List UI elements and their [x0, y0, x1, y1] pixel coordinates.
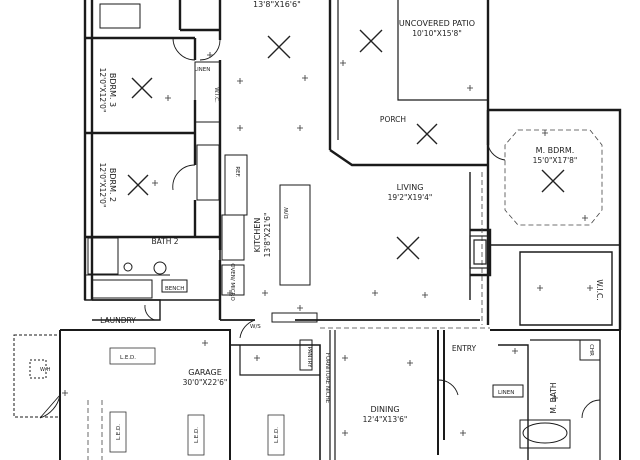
dining-dims: 12'4"X13'6" [363, 415, 408, 424]
bench-label: BENCH [165, 286, 184, 292]
led-fixtures [109, 347, 285, 456]
ceiling-fans [127, 29, 565, 260]
patio-dims: 10'10"X15'8" [412, 29, 462, 38]
fan-icon [131, 77, 153, 99]
top-room-dims: 13'8"X16'6" [253, 0, 301, 9]
bath2-name: BATH 2 [151, 237, 178, 246]
chr-label: CHR [588, 344, 594, 356]
bdrm2-dims: 12'0"X12'0" [98, 163, 107, 208]
living-name: LIVING [397, 183, 424, 192]
fan-icon [396, 236, 420, 260]
linen-label-2: LINEN [498, 390, 514, 396]
kitchen-dims: 13'8"X21'6" [263, 213, 272, 258]
porch-name: PORCH [380, 115, 406, 124]
ref-label: REF. [234, 166, 240, 178]
linen-label: LINEN [194, 67, 210, 73]
led-label-4: L.E.D. [274, 427, 280, 443]
furniture-niche-label: FURNITURE NICHE [324, 353, 330, 404]
walls [59, 0, 622, 460]
wic-name: W.I.C. [595, 279, 604, 300]
wh-label: W/H [40, 367, 51, 373]
patio-name: UNCOVERED PATIO [399, 19, 475, 28]
wic-small-label: W.I.C. [213, 87, 219, 103]
led-label-1: L.E.D. [120, 355, 136, 361]
living-dims: 19'2"X19'4" [388, 193, 433, 202]
light-fixtures [62, 52, 593, 436]
led-label-3: L.E.D. [194, 427, 200, 443]
cabinetry [13, 3, 601, 449]
fan-icon [541, 169, 565, 193]
pantry-label: PANTRY [306, 346, 312, 368]
dashed-lines [87, 129, 603, 460]
oven-label: OVEN/ MICRO [229, 263, 235, 301]
room-labels: 13'8"X16'6" UNCOVERED PATIO 10'10"X15'8"… [98, 0, 604, 424]
bdrm3-name: BDRM. 3 [108, 73, 117, 107]
fan-icon [359, 29, 383, 53]
led-label-2: L.E.D. [116, 424, 122, 440]
dining-name: DINING [370, 405, 399, 414]
door-swings [39, 37, 601, 419]
fan-icon [127, 174, 149, 196]
kitchen-name: KITCHEN [253, 218, 262, 253]
fireplace [469, 235, 489, 269]
fixture-labels: LINEN W.I.C. REF. D/W OVEN/ MICRO BENCH … [40, 67, 594, 443]
bdrm3-dims: 12'0"X12'0" [98, 68, 107, 113]
entry-name: ENTRY [452, 344, 477, 353]
garage-dims: 30'0"X22'6" [183, 378, 228, 387]
bdrm2-name: BDRM. 2 [108, 168, 117, 202]
mbdrm-name: M. BDRM. [536, 146, 575, 155]
laundry-name: LAUNDRY [100, 316, 136, 325]
garage-name: GARAGE [188, 368, 222, 377]
mbath-name: M. BATH [549, 382, 558, 413]
fan-icon [267, 35, 291, 59]
dw-label: D/W [284, 207, 290, 219]
mbdrm-dims: 15'0"X17'8" [533, 156, 578, 165]
ws-label: W/S [250, 324, 261, 330]
fan-icon [416, 123, 438, 145]
